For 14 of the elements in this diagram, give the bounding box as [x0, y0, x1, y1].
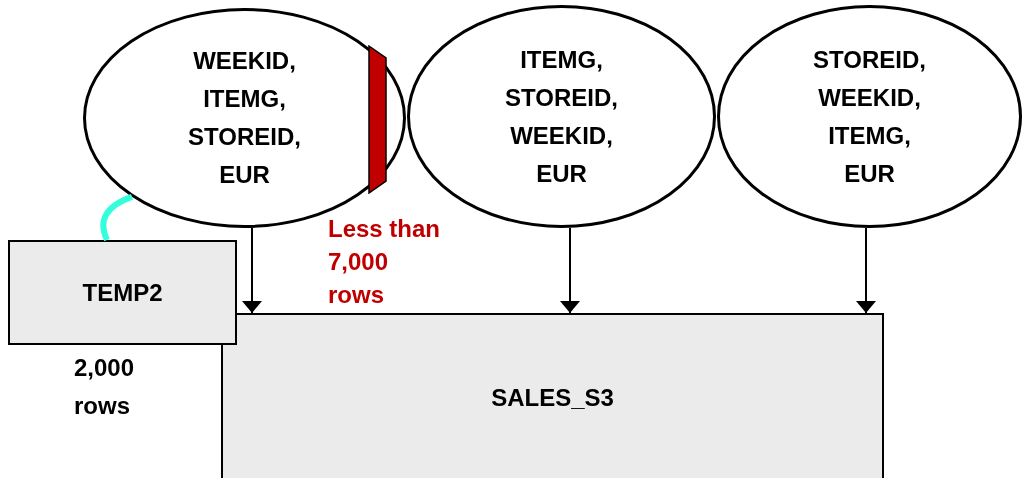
- table-box: [8, 240, 237, 345]
- bar-marker: [368, 45, 387, 194]
- row-count-note: Less than 7,000 rows: [328, 214, 442, 310]
- ellipse-node: [717, 5, 1022, 228]
- node-text: SALES_S3: [491, 383, 614, 413]
- node-text: ITEMG, STOREID, WEEKID, EUR: [504, 44, 619, 189]
- node-text: STOREID, WEEKID, ITEMG, EUR: [812, 44, 927, 189]
- node-text: TEMP2: [82, 277, 163, 308]
- arrow: [242, 226, 262, 314]
- table-box: [221, 313, 884, 478]
- node-text: WEEKID, ITEMG, STOREID, EUR: [187, 46, 302, 190]
- arrow: [560, 226, 580, 314]
- arrow: [856, 226, 876, 314]
- row-count-note: 2,000 rows: [74, 353, 136, 421]
